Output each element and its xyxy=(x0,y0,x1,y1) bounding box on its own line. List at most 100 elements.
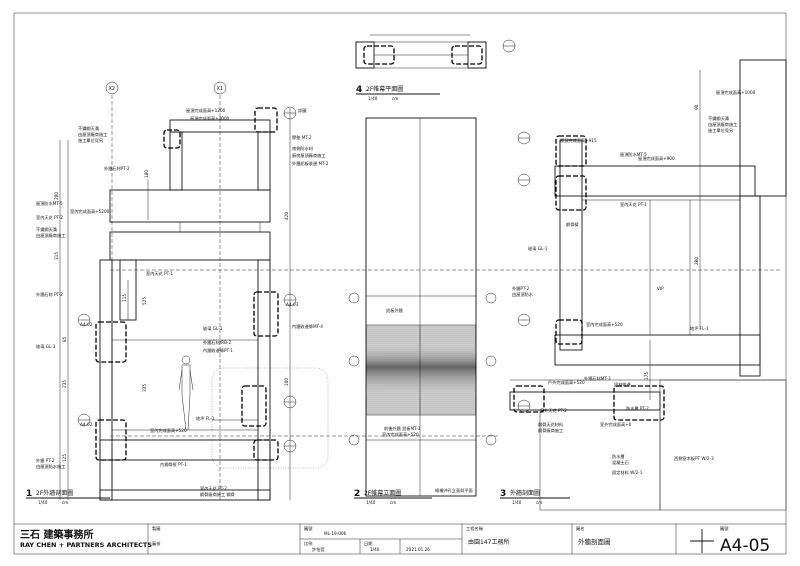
note-d2: 室內完成面高+520 xyxy=(382,431,419,438)
firm-name-cn: 三石 建築事務所 xyxy=(20,528,93,541)
drawing-2-number: 2 xyxy=(354,489,360,499)
note: 廚房屋頂廠商施工 xyxy=(292,152,326,159)
note: 外牆石材MT-3 xyxy=(584,375,611,382)
note: 防水層 PT-2 xyxy=(626,405,649,412)
elev-d1-roofmid: 屋頂完成面高+4000 xyxy=(190,115,230,122)
note-d2: 鋁板外牆 xyxy=(386,307,404,314)
notes-drawing-3: 屋頂防水MT-5 不鏽鋼天溝 由屋頂廠商施工 施工單位見另 室內天花 PT-1 … xyxy=(512,115,737,476)
note-d2: 前後外牆 鋁板MT-3 xyxy=(384,425,421,432)
dim-235: 235 xyxy=(62,380,67,388)
dim-d3-90: 90 xyxy=(694,104,699,110)
note: 混凝土石 xyxy=(612,459,629,466)
note: 鋼骨廠商施工 xyxy=(538,427,563,434)
dim-d3-175: 175 xyxy=(644,372,649,380)
grid-label-x2: X2 xyxy=(109,86,116,92)
dim-125: 125 xyxy=(62,454,67,462)
callout-label: 詳圖 xyxy=(298,107,306,114)
note: 不鏽鋼天溝 xyxy=(708,115,730,122)
notes-drawing-1: 不鏽鋼天溝 由屋頂廠商施工 施工單位見另 外牆石材PT-2 屋頂防水MT-5 室… xyxy=(36,125,329,498)
drawing-3-title: 外牆剖面圖 xyxy=(510,489,540,497)
elev-d1-2f: 室內完成面高+5200 xyxy=(70,208,110,215)
note: 西側室木板PT W/2-3 xyxy=(674,455,714,462)
dim-180: 180 xyxy=(144,170,149,178)
project-no: ML-19-006 xyxy=(324,531,347,536)
dim-115: 115 xyxy=(122,294,127,302)
elev-d3-roof: 屋頂完成面高+915 xyxy=(560,137,597,144)
note: 室內天花 PT-2 xyxy=(36,214,63,221)
drawing-1-title: 2F外牆剖面圖 xyxy=(36,489,73,497)
note: 內鋼骨框 PT-1 xyxy=(160,461,187,468)
drawing-2-title: 2F帷幕立面圖 xyxy=(364,489,401,497)
note: 由屋頂防水施工 xyxy=(36,463,65,470)
note: 膠墊 MT-2 xyxy=(292,134,312,141)
note: 鋼骨天花材料 xyxy=(538,421,564,428)
drawing-4-title: 2F帷幕平面圖 xyxy=(366,85,403,93)
elev-d3-floor: 室內完成面高+520 xyxy=(586,321,623,328)
elev-d1-1f: 室內完成面高+520 xyxy=(150,427,187,434)
note: 外牆PT-2 xyxy=(512,285,530,292)
note: 固定材料 W/2-1 xyxy=(612,469,643,476)
note-d2: 格柵沖孔立面與平面 xyxy=(435,487,473,494)
sheet-number: A4-05 xyxy=(720,536,770,556)
label-sheet-no: 圖號 xyxy=(720,525,729,532)
note: 由屋頂廠商施工 xyxy=(78,131,107,138)
note: 鋁材收邊 xyxy=(614,381,632,388)
note: 內牆收邊條PT-1 xyxy=(203,347,233,354)
title-block xyxy=(147,524,714,554)
note: 外牆石材PT-2 xyxy=(104,165,130,172)
note: 室內天花 PT-1 xyxy=(146,270,173,277)
drawing-3-scale: 1/40 xyxy=(512,500,522,505)
note: 由屋頂廠商施工 xyxy=(36,232,65,239)
note: 外牆 PT-2 xyxy=(36,457,55,464)
note: 由屋頂防水 xyxy=(512,291,534,298)
dim-100: 100 xyxy=(284,378,289,386)
label-scale: 比例 xyxy=(304,540,312,547)
drawing-3-section xyxy=(509,59,787,511)
drawing-3-number: 3 xyxy=(500,489,506,499)
label-vip: VIP xyxy=(657,286,664,291)
note: 玻璃 GL-1 xyxy=(528,245,548,252)
scale-value: 1/40 xyxy=(370,547,380,552)
note: 地坪 FL-1 xyxy=(690,325,709,332)
dim-200: 200 xyxy=(54,192,59,200)
note: 地坪 FL-1 xyxy=(196,415,215,422)
note: 不鏽鋼天溝 xyxy=(36,226,58,233)
label-date: 日期 xyxy=(364,541,372,547)
label-check: 審核 xyxy=(152,540,161,547)
date-value: 2021.01.26 xyxy=(406,547,430,552)
grid-bubble-x2 xyxy=(105,81,119,95)
note: 鋼骨廠商施工 鋼骨 xyxy=(200,491,235,498)
dim-525: 525 xyxy=(142,297,147,305)
drawing-3-unit: cm xyxy=(536,500,542,505)
label-draw: 製圖 xyxy=(152,525,160,532)
callout-ref: A4-03 xyxy=(286,302,299,307)
note: 屋頂防水MT-5 xyxy=(620,151,647,158)
grid-bubble-x1 xyxy=(213,81,227,95)
note: 玻璃 GL-1 xyxy=(203,325,223,332)
elev-d3-roof2: 屋頂完成面高+900 xyxy=(638,155,675,162)
drawing-4-unit: cm xyxy=(392,96,398,101)
label-project-no: 圖號 xyxy=(304,525,313,532)
note: 不鏽鋼天溝 xyxy=(78,125,100,132)
note: 室內天花 PT-2 xyxy=(200,485,227,492)
note: 外牆石材/RB-2 xyxy=(203,339,231,346)
dim-85: 85 xyxy=(62,336,67,342)
note: 南側防水材 xyxy=(292,145,313,152)
label-sheet-title: 圖名 xyxy=(576,525,584,532)
dim-335: 335 xyxy=(142,384,147,392)
drawing-2-elevation xyxy=(348,117,497,497)
drawing-1-number: 1 xyxy=(26,489,32,499)
staff-name: 許怡萱 xyxy=(312,546,325,553)
note: 防水層 xyxy=(612,453,625,460)
dim-315: 315 xyxy=(54,252,59,260)
person-figure xyxy=(178,355,194,431)
elev-d3-bottom: 室外完成面高+0 xyxy=(600,421,632,428)
grid-label-x1: X1 xyxy=(217,86,224,92)
elev-d3-ground: 戶外完成面高+520 xyxy=(548,379,585,386)
note: 鋼骨樑 xyxy=(566,221,579,228)
drawing-1-section: X2 X1 xyxy=(59,81,329,501)
note: 室內天花 PT-1 xyxy=(620,201,647,208)
note: 內牆收邊條MT-4 xyxy=(292,323,323,330)
drawing-4-number: 4 xyxy=(356,85,362,95)
